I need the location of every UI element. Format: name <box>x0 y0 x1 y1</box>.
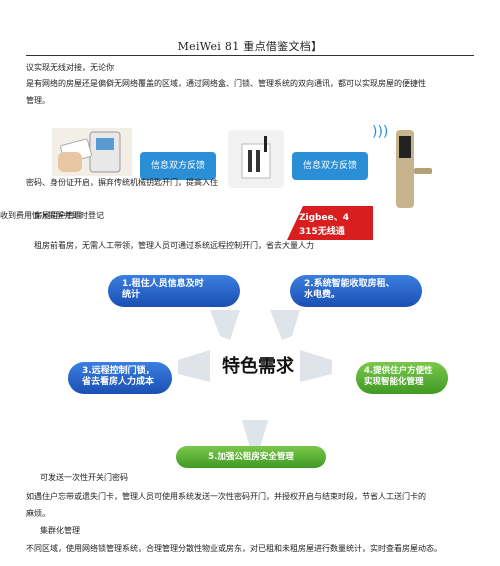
paragraph-line: 不同区域，使用网络锁管理系统，合理管理分散性物业或房东，对已租和未租房屋进行数量… <box>26 544 442 553</box>
card-reader-photo <box>52 128 132 176</box>
zigbee-badge: Zigbee、4 315无线通 <box>287 206 373 240</box>
door-lock-illustration <box>396 130 432 208</box>
feature-text: 4.提供住户方便性 <box>364 366 433 376</box>
door-lock-photo <box>388 128 434 210</box>
feature-text: 水电费。 <box>304 290 341 300</box>
features-diagram: 1.租住人员信息及时 统计 2.系统智能收取房租、 水电费。 特色需求 3.远程… <box>60 270 450 470</box>
card-reader-illustration <box>58 131 121 173</box>
paragraph-line: 管理。 <box>26 96 50 105</box>
header-rule <box>26 55 474 56</box>
gateway-illustration <box>241 136 271 179</box>
gateway-photo <box>228 130 284 188</box>
paragraph-line: 租房前看房，无需人工带领，管理人员可通过系统远程控制开门，省去大量人力 <box>34 241 314 250</box>
paragraph-line: 如遇住户忘带或遗失门卡，管理人员可使用系统发送一次性密码开门，并授权开启与结束时… <box>26 492 426 501</box>
paragraph-line: 密码、身份证开启，摒弃传统机械钥匙开门，提高入住 <box>26 178 218 187</box>
section-heading: 集群化管理 <box>40 526 80 535</box>
paragraph-line: 房屋租户管理 <box>34 211 82 220</box>
feature-text: 统计 <box>122 290 141 300</box>
paragraph-line: 麻烦。 <box>26 509 50 518</box>
paragraph-line: 是有网络的房屋还是偏僻无网络覆盖的区域，通过网络盒、门锁、管理系统的双向通讯，都… <box>26 79 426 88</box>
zigbee-text-line: 315无线通 <box>299 227 345 237</box>
section-heading: 可发送一次性开关门密码 <box>40 473 128 482</box>
feature-pill-3: 3.远程控制门锁， 省去看房人力成本 <box>68 362 172 394</box>
feature-text: 省去看房人力成本 <box>82 377 155 387</box>
feature-text: 实现智能化管理 <box>364 377 424 387</box>
feature-text: 1.租住人员信息及时 <box>122 279 204 289</box>
document-header: MeiWei 81 重点借鉴文档】 <box>177 40 323 53</box>
feature-text: 2.系统智能收取房租、 <box>304 279 395 289</box>
paragraph-line: 议实现无线对接，无论你 <box>26 63 114 72</box>
feature-pill-2: 2.系统智能收取房租、 水电费。 <box>290 275 422 307</box>
wifi-signal-icon: ))) <box>372 124 389 140</box>
zigbee-text-line: Zigbee、4 <box>299 213 349 223</box>
feature-text: 3.远程控制门锁， <box>82 366 155 376</box>
center-title: 特色需求 <box>222 356 294 377</box>
feedback-arrow-right: 信息双方反馈 <box>292 152 368 180</box>
features-arrows <box>178 310 332 448</box>
paragraph-line: 收到费用情况提醒并即时登记 <box>0 211 104 220</box>
feature-pill-4: 4.提供住户方便性 实现智能化管理 <box>356 362 448 394</box>
feature-pill-5: 5.加强公租房安全管理 <box>176 446 326 468</box>
feature-pill-1: 1.租住人员信息及时 统计 <box>108 275 240 307</box>
feedback-arrow-left: 信息双方反馈 <box>140 152 216 180</box>
